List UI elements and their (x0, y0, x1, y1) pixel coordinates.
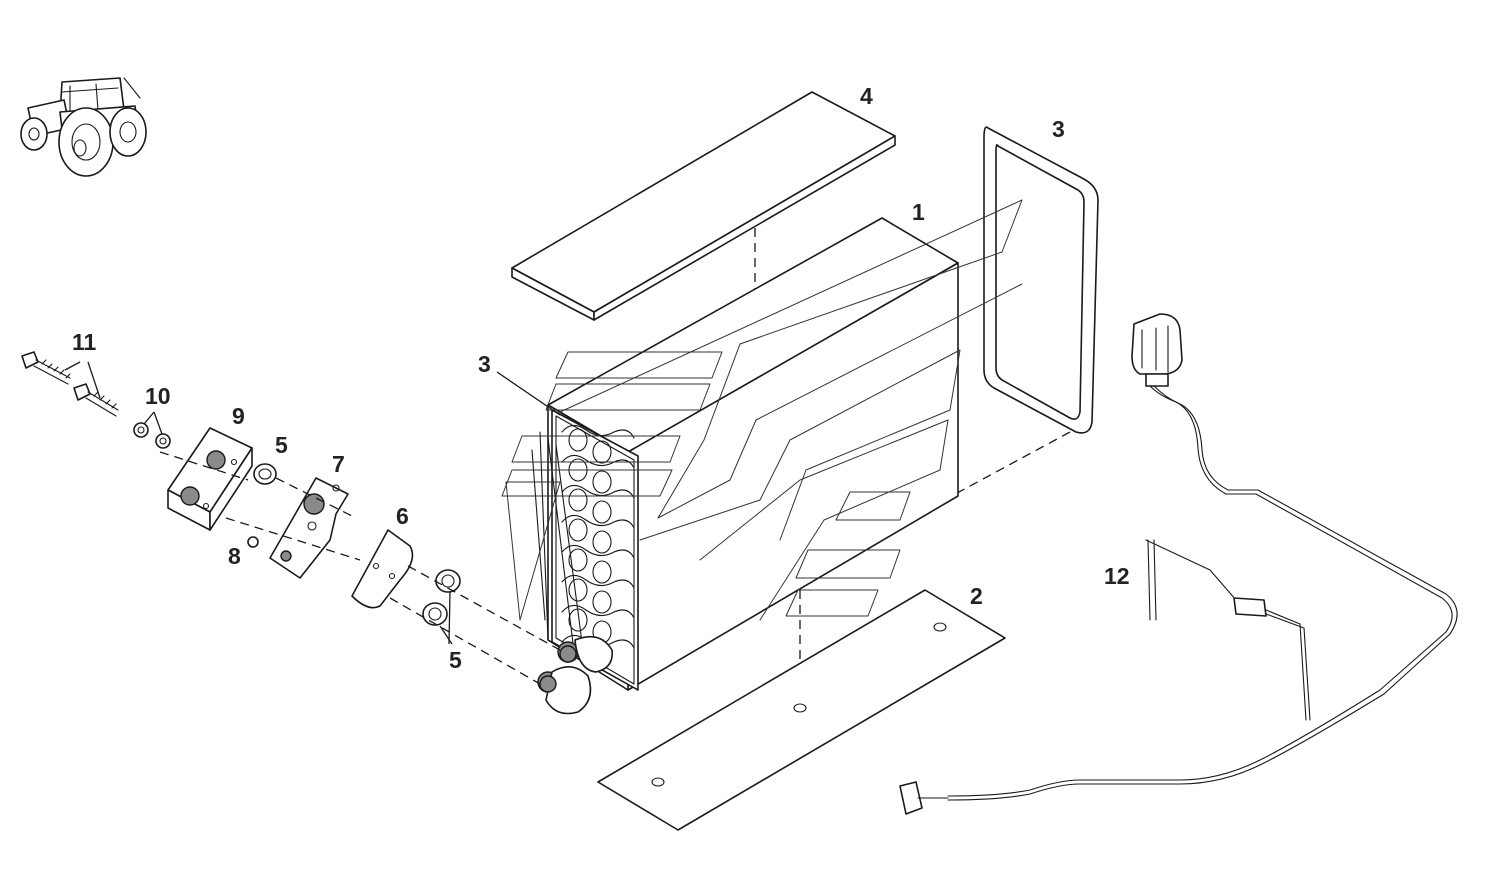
callout-part-10: 10 (145, 383, 171, 409)
callout-part-5-upper: 5 (275, 432, 288, 458)
washer-part (133, 422, 171, 449)
gasket-plate-part (269, 477, 349, 579)
o-ring-part (253, 463, 461, 626)
valve-block-part (167, 427, 253, 531)
leader-line (87, 361, 101, 399)
callout-part-5-lower: 5 (449, 647, 462, 673)
logo-watermark (501, 199, 1023, 621)
bolt-part (21, 351, 119, 417)
callout-part-2: 2 (970, 583, 983, 609)
callout-part-11: 11 (72, 329, 97, 355)
leader-line (153, 411, 163, 435)
leader-line (64, 361, 81, 371)
top-pad-part (511, 91, 896, 321)
frame-seal-part (983, 126, 1099, 434)
bottom-pad-part (597, 589, 1006, 831)
callout-part-6: 6 (396, 503, 409, 529)
assembly-line (389, 597, 541, 685)
callout-part-1: 1 (912, 199, 925, 225)
leader-line (448, 591, 451, 645)
leader-line (143, 411, 155, 425)
callout-part-4: 4 (860, 83, 873, 109)
callout-part-3-frame: 3 (1052, 116, 1065, 142)
assembly-line (225, 517, 361, 561)
callout-part-7: 7 (332, 451, 345, 477)
callout-part-12: 12 (1104, 563, 1130, 589)
callout-part-9: 9 (232, 403, 245, 429)
callout-part-8: 8 (228, 543, 241, 569)
assembly-line (869, 431, 1071, 541)
leader-line (439, 625, 453, 645)
small-seal-part (247, 536, 259, 548)
tractor-icon (20, 77, 147, 177)
assembly-line (159, 451, 249, 481)
callout-part-3-core: 3 (478, 351, 491, 377)
wiring-harness-part (899, 313, 1458, 815)
bracket-part (351, 529, 414, 609)
leader-line (496, 371, 561, 416)
